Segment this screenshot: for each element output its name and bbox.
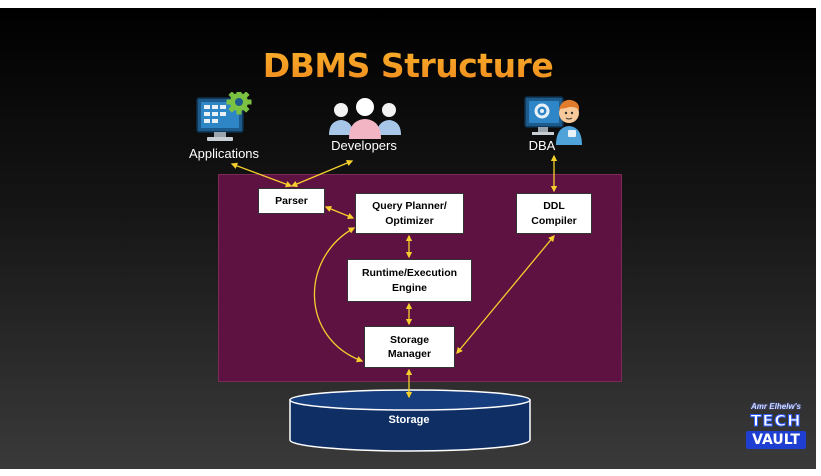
parser-box: Parser [258, 188, 325, 214]
connector-arrows [230, 154, 558, 399]
tech-vault-logo: Amr Elhelw's TECH VAULT [740, 402, 812, 449]
parser-planner-arrow [324, 205, 355, 220]
planner-storage-curve-arrow [313, 227, 364, 363]
ddl-compiler-box: DDL Compiler [516, 193, 592, 234]
logo-tech: TECH [750, 411, 802, 430]
storage-manager-box: Storage Manager [364, 326, 455, 368]
query-planner-box: Query Planner/ Optimizer [355, 193, 464, 234]
slide: DBMS Structure [0, 8, 816, 469]
ddl-storage-manager-arrow [456, 234, 555, 355]
people-group-icon [326, 95, 404, 148]
storage-label: Storage [388, 414, 430, 426]
admin-monitor-icon [524, 95, 584, 152]
runtime-engine-box: Runtime/Execution Engine [347, 259, 472, 302]
logo-byline: Amr Elhelw's [751, 402, 801, 411]
logo-vault: VAULT [746, 431, 806, 449]
applications-label: Applications [188, 146, 260, 161]
dba-label: DBA [528, 138, 556, 153]
database-cylinder-icon [288, 388, 532, 459]
applications-parser-arrow [230, 162, 293, 188]
developers-label: Developers [331, 138, 397, 153]
page-title: DBMS Structure [0, 46, 816, 85]
developers-parser-arrow [290, 160, 354, 187]
computer-gear-icon [196, 89, 254, 149]
